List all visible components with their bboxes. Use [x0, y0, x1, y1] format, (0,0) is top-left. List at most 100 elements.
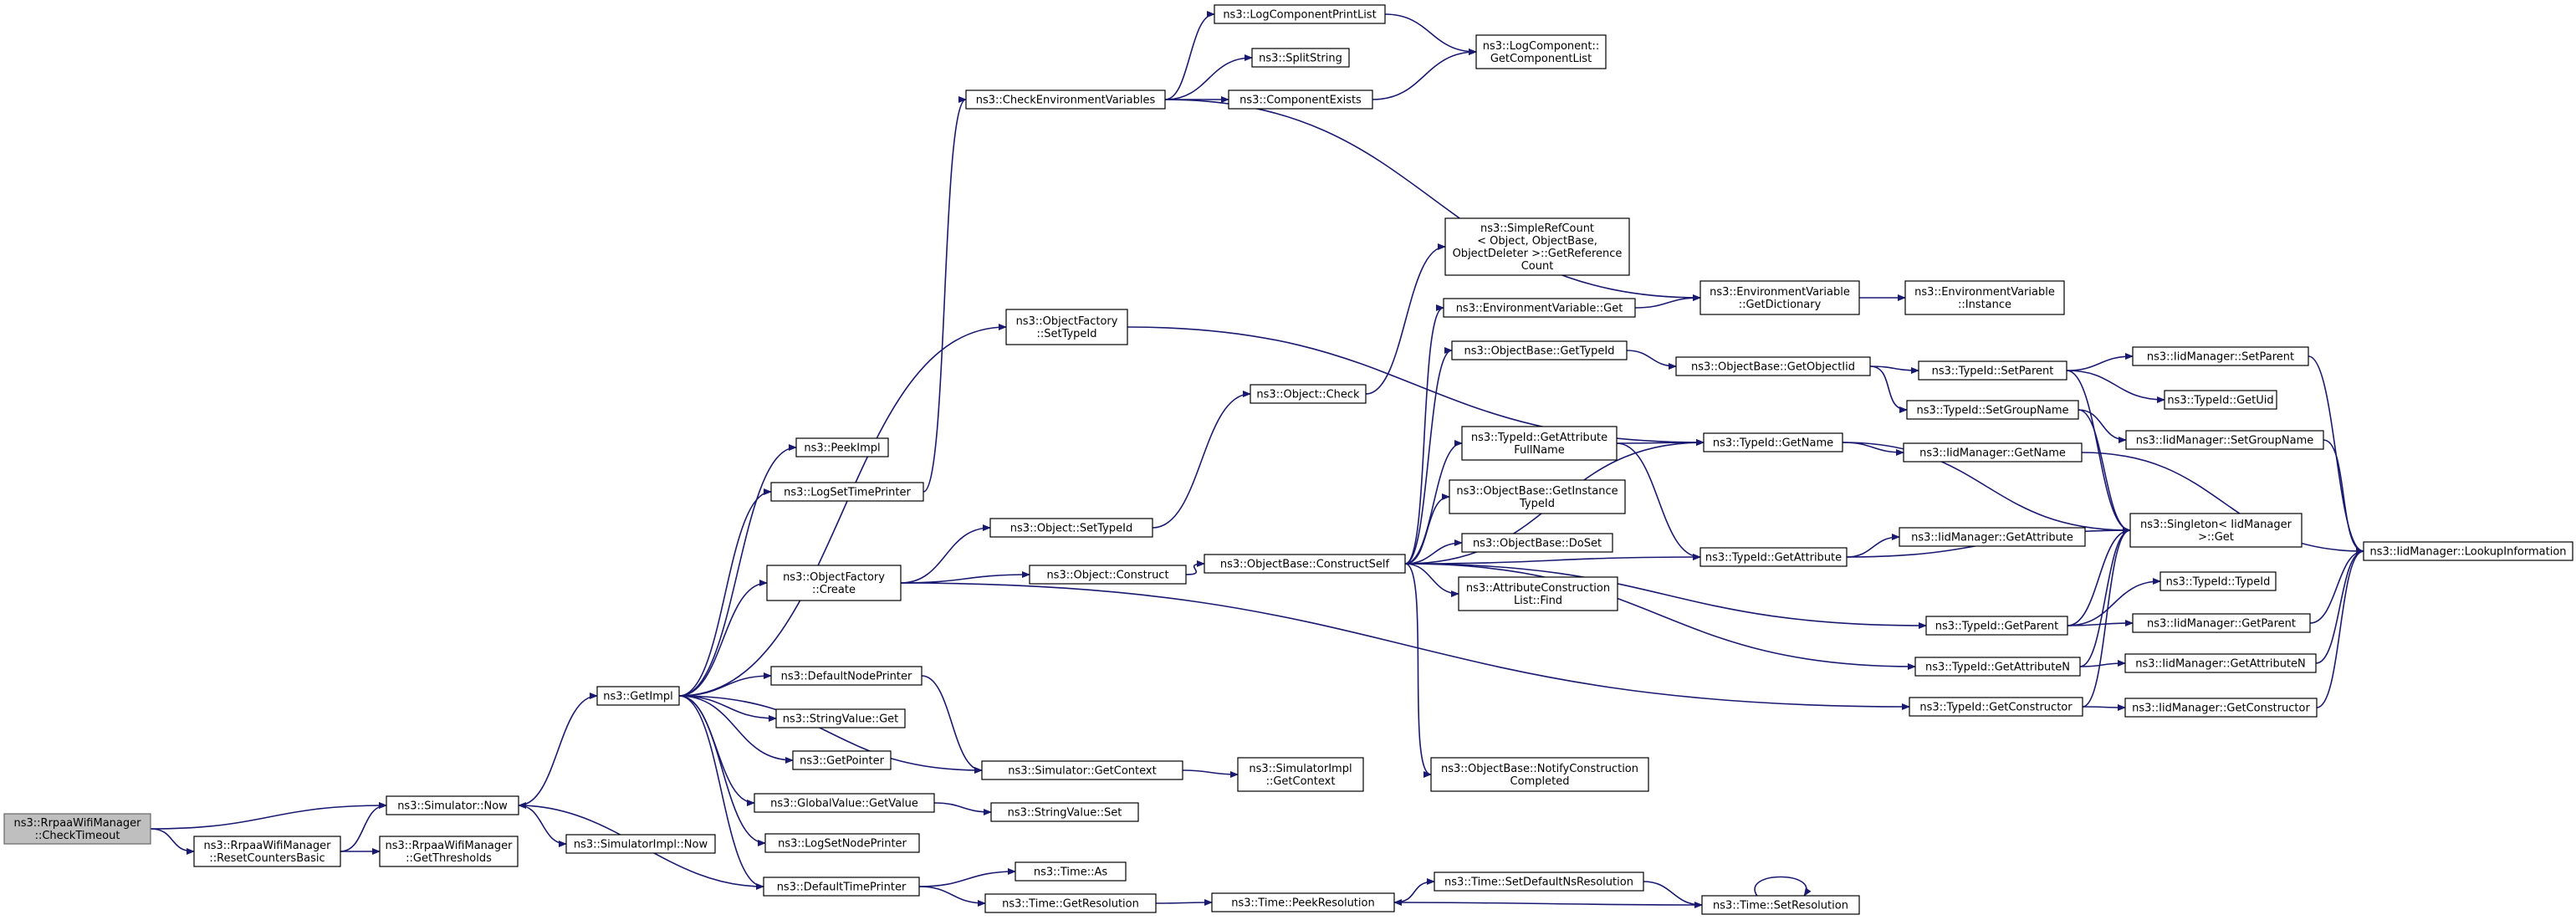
node-sim-now[interactable]: ns3::Simulator::Now: [386, 795, 519, 815]
node-iid-get-parent[interactable]: ns3::IidManager::GetParent: [2132, 613, 2311, 633]
node-box: [2124, 653, 2317, 673]
node-time-as[interactable]: ns3::Time::As: [1015, 861, 1127, 882]
node-label: ns3::DefaultNodePrinter: [781, 671, 912, 683]
node-label: ns3::SplitString: [1259, 53, 1342, 65]
node-obj-construct[interactable]: ns3::Object::Construct: [1029, 565, 1187, 585]
call-edge-check-env-to-log-comp-print-list: [1164, 11, 1215, 100]
node-label: ns3::ObjectBase::ConstructSelf: [1220, 559, 1390, 571]
call-edge-check-timeout-to-sim-now: [150, 802, 387, 830]
node-global-value-get-value[interactable]: ns3::GlobalValue::GetValue: [754, 793, 935, 813]
node-get-impl[interactable]: ns3::GetImpl: [596, 686, 680, 706]
node-type-id-get-constructor[interactable]: ns3::TypeId::GetConstructor: [1909, 697, 2083, 717]
node-split-string[interactable]: ns3::SplitString: [1251, 48, 1350, 68]
node-label: ns3::LogComponentPrintList: [1223, 9, 1376, 22]
node-log-comp-print-list[interactable]: ns3::LogComponentPrintList: [1214, 4, 1386, 24]
node-time-set-default-ns[interactable]: ns3::Time::SetDefaultNsResolution: [1434, 871, 1644, 892]
node-label: ns3::Time::SetDefaultNsResolution: [1444, 877, 1633, 889]
node-peek-impl[interactable]: ns3::PeekImpl: [795, 437, 889, 457]
node-type-id-get-parent[interactable]: ns3::TypeId::GetParent: [1925, 616, 2068, 636]
node-type-id-get-name[interactable]: ns3::TypeId::GetName: [1703, 432, 1843, 452]
node-box: [1699, 280, 1860, 315]
node-type-id-get-attribute[interactable]: ns3::TypeId::GetAttribute: [1699, 547, 1848, 567]
node-obj-check[interactable]: ns3::Object::Check: [1250, 384, 1367, 404]
node-default-time-printer[interactable]: ns3::DefaultTimePrinter: [763, 877, 920, 897]
node-obj-base-construct-self[interactable]: ns3::ObjectBase::ConstructSelf: [1204, 554, 1406, 574]
node-label: ns3::TypeId::TypeId: [2166, 576, 2271, 589]
node-iid-get-name[interactable]: ns3::IidManager::GetName: [1903, 442, 2083, 463]
node-iid-get-attribute-n[interactable]: ns3::IidManager::GetAttributeN: [2124, 653, 2317, 673]
call-edge-get-impl-to-default-node-printer: [678, 672, 772, 697]
node-type-id-set-group-name[interactable]: ns3::TypeId::SetGroupName: [1906, 400, 2079, 420]
node-sim-get-context[interactable]: ns3::Simulator::GetContext: [981, 760, 1183, 780]
call-edge-iid-get-name-to-iid-lookup-information: [2081, 452, 2364, 555]
node-box: [1458, 576, 1618, 611]
call-edge-time-peek-resolution-to-time-set-default-ns: [1393, 878, 1435, 903]
node-log-comp-get-list[interactable]: ns3::LogComponent::GetComponentList: [1475, 34, 1607, 69]
node-iid-get-attribute[interactable]: ns3::IidManager::GetAttribute: [1899, 527, 2086, 547]
node-box: [1699, 547, 1848, 567]
node-get-thresholds[interactable]: ns3::RrpaaWifiManager::GetThresholds: [379, 836, 519, 867]
node-box: [1228, 89, 1373, 110]
node-obj-base-notify[interactable]: ns3::ObjectBase::NotifyConstructionCompl…: [1430, 757, 1649, 792]
node-sim-impl-get-context[interactable]: ns3::SimulatorImpl::GetContext: [1237, 757, 1364, 792]
call-edge-type-id-get-attribute-n-to-singleton-get: [2079, 527, 2131, 667]
node-label: ns3::ObjectBase::NotifyConstruction: [1441, 763, 1638, 775]
node-iid-lookup-information[interactable]: ns3::IidManager::LookupInformation: [2363, 541, 2573, 561]
node-obj-base-get-type-id[interactable]: ns3::ObjectBase::GetTypeId: [1451, 340, 1628, 360]
node-iid-get-constructor[interactable]: ns3::IidManager::GetConstructor: [2124, 698, 2318, 718]
node-of-create[interactable]: ns3::ObjectFactory::Create: [766, 565, 902, 601]
node-label: ns3::Time::GetResolution: [1002, 898, 1139, 911]
node-time-peek-resolution[interactable]: ns3::Time::PeekResolution: [1211, 892, 1395, 912]
node-obj-set-type-id[interactable]: ns3::Object::SetTypeId: [989, 518, 1153, 538]
call-edge-default-time-printer-to-time-as: [918, 868, 1016, 887]
node-obj-base-get-object-iid[interactable]: ns3::ObjectBase::GetObjectIid: [1675, 356, 1871, 376]
node-env-instance[interactable]: ns3::EnvironmentVariable::Instance: [1904, 280, 2065, 315]
node-of-set-type-id[interactable]: ns3::ObjectFactory::SetTypeId: [1005, 309, 1128, 345]
call-edge-default-time-printer-to-time-get-resolution: [918, 886, 986, 907]
node-time-set-resolution[interactable]: ns3::Time::SetResolution: [1701, 895, 1860, 915]
node-singleton-get[interactable]: ns3::Singleton< IidManager >::Get: [2129, 513, 2303, 548]
node-box: [1430, 757, 1649, 792]
node-env-get-dict[interactable]: ns3::EnvironmentVariable::GetDictionary: [1699, 280, 1860, 315]
node-label: ns3::StringValue::Get: [783, 713, 898, 726]
node-check-env[interactable]: ns3::CheckEnvironmentVariables: [965, 89, 1166, 110]
node-string-value-get[interactable]: ns3::StringValue::Get: [775, 708, 906, 728]
node-box: [990, 802, 1139, 822]
node-box: [1211, 892, 1395, 912]
node-box: [775, 708, 906, 728]
call-edge-of-create-to-obj-set-type-id: [900, 524, 991, 584]
node-check-timeout[interactable]: ns3::RrpaaWifiManager::CheckTimeout: [3, 813, 151, 845]
node-time-get-resolution[interactable]: ns3::Time::GetResolution: [984, 893, 1157, 913]
node-sim-impl-now[interactable]: ns3::SimulatorImpl::Now: [565, 834, 716, 854]
node-box: [2132, 613, 2311, 633]
node-iid-set-parent[interactable]: ns3::IidManager::SetParent: [2132, 346, 2309, 366]
node-string-value-set[interactable]: ns3::StringValue::Set: [990, 802, 1139, 822]
node-label: ns3::Object::Check: [1256, 389, 1360, 401]
node-type-id-set-parent[interactable]: ns3::TypeId::SetParent: [1918, 360, 2067, 381]
node-reset-counters[interactable]: ns3::RrpaaWifiManager::ResetCountersBasi…: [193, 836, 341, 867]
node-box: [1925, 616, 2068, 636]
node-get-pointer[interactable]: ns3::GetPointer: [792, 750, 892, 770]
node-label: ns3::StringValue::Set: [1008, 807, 1122, 820]
node-label: ns3::ComponentExists: [1239, 95, 1362, 107]
node-log-set-time-printer[interactable]: ns3::LogSetTimePrinter: [770, 482, 924, 502]
node-label: ns3::TypeId::GetUid: [2167, 395, 2273, 407]
node-default-node-printer[interactable]: ns3::DefaultNodePrinter: [770, 666, 923, 686]
node-log-set-node-printer[interactable]: ns3::LogSetNodePrinter: [764, 833, 920, 853]
node-type-id-get-uid[interactable]: ns3::TypeId::GetUid: [2164, 390, 2277, 410]
node-component-exists[interactable]: ns3::ComponentExists: [1228, 89, 1373, 110]
node-env-get[interactable]: ns3::EnvironmentVariable::Get: [1443, 298, 1636, 318]
node-label: ObjectDeleter >::GetReference: [1453, 248, 1623, 260]
node-simple-ref-count[interactable]: ns3::SimpleRefCount< Object, ObjectBase,…: [1444, 217, 1630, 276]
node-iid-set-group-name[interactable]: ns3::IidManager::SetGroupName: [2125, 430, 2324, 450]
node-type-id-type-id[interactable]: ns3::TypeId::TypeId: [2159, 571, 2277, 591]
call-edge-type-id-get-constructor-to-iid-get-constructor: [2082, 703, 2126, 711]
node-obj-base-do-set[interactable]: ns3::ObjectBase::DoSet: [1461, 533, 1613, 553]
call-edge-type-id-get-name-to-singleton-get: [1842, 442, 2131, 534]
call-edge-iid-get-parent-to-iid-lookup-information: [2309, 548, 2364, 624]
node-type-id-get-attribute-n[interactable]: ns3::TypeId::GetAttributeN: [1914, 657, 2081, 677]
